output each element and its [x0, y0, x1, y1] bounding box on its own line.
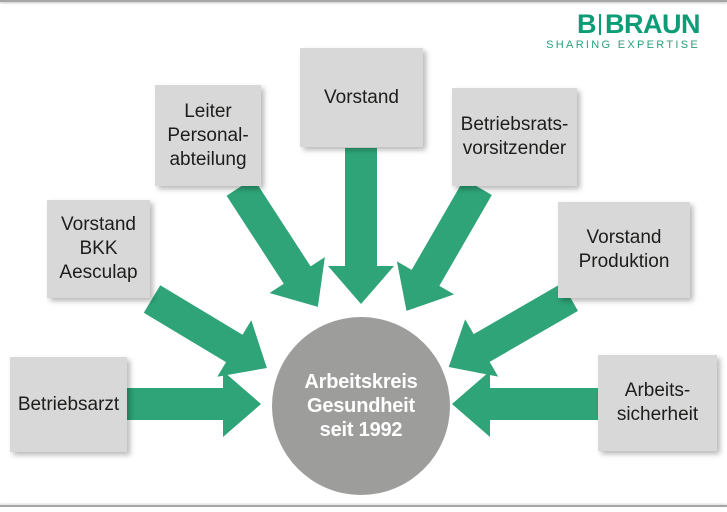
logo-tagline: SHARING EXPERTISE	[546, 39, 700, 51]
arrow-from-vorstand-produktion	[448, 283, 578, 377]
node-label-line: vorsitzender	[462, 138, 567, 159]
bbraun-logo: B BRAUN SHARING EXPERTISE	[546, 9, 701, 52]
node-leiter-personalabteilung: Leiter Personal- abteilung	[155, 85, 261, 186]
arrow-from-leiter-personalabteilung	[226, 178, 325, 307]
center-circle-arbeitskreis: Arbeitskreis Gesundheit seit 1992	[272, 317, 450, 495]
node-label-line: Vorstand	[586, 227, 662, 248]
node-betriebsarzt: Betriebsarzt	[10, 357, 127, 452]
logo-wordmark: B BRAUN	[546, 9, 701, 39]
top-rule-line	[0, 0, 727, 2]
arrow-from-arbeitssicherheit	[452, 371, 598, 437]
logo-name: BRAUN	[605, 9, 701, 39]
arrow-from-vorstand-bkk-aesculap	[143, 285, 267, 377]
logo-divider-bar	[599, 13, 601, 35]
arrow-from-vorstand	[328, 148, 394, 304]
arrow-from-betriebsratsvorsitzender	[396, 179, 492, 311]
node-betriebsratsvorsitzender: Betriebsrats- vorsitzender	[452, 88, 577, 186]
node-label-line: Leiter	[184, 100, 232, 122]
node-arbeitssicherheit: Arbeits- sicherheit	[598, 355, 717, 451]
bottom-rule-line	[0, 505, 727, 507]
node-label-line: sicherheit	[616, 404, 699, 425]
node-label-line: Produktion	[578, 251, 670, 272]
node-label-line: Betriebsarzt	[17, 393, 120, 415]
node-vorstand-produktion: Vorstand Produktion	[558, 202, 690, 298]
node-vorstand: Vorstand	[300, 48, 423, 147]
arrow-from-betriebsarzt	[127, 371, 261, 437]
node-label-line: BKK	[79, 238, 118, 259]
node-label-line: Betriebsrats-	[460, 114, 569, 135]
node-label-line: Arbeits-	[624, 380, 691, 401]
node-label-line: Vorstand	[61, 214, 136, 235]
circle-label-line: Gesundheit	[306, 395, 415, 417]
circle-label-line: Arbeitskreis	[304, 371, 418, 393]
node-label-line: Vorstand	[324, 86, 399, 108]
node-label-line: abteilung	[169, 148, 247, 170]
node-label-line: Aesculap	[59, 262, 138, 283]
logo-letter-b: B	[577, 9, 597, 39]
circle-label-line: seit 1992	[319, 419, 403, 441]
node-label-line: Personal-	[167, 124, 249, 146]
node-vorstand-bkk-aesculap: Vorstand BKK Aesculap	[47, 200, 150, 298]
